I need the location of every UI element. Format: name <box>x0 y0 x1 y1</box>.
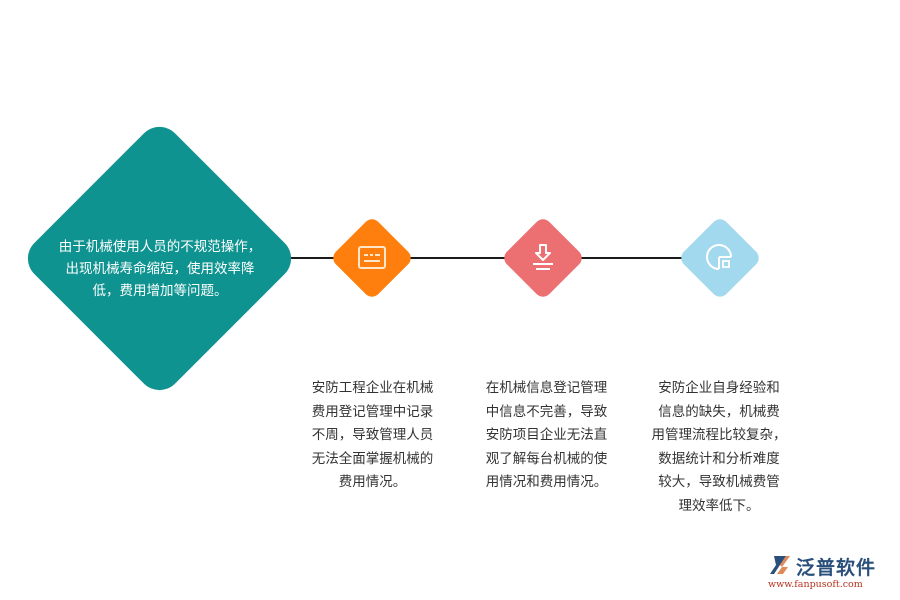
description-line: 用情况和费用情况。 <box>485 474 608 490</box>
main-problem-line: 由于机械使用人员的不规范操作， <box>58 239 262 255</box>
description-line: 费用登记管理中记录 <box>311 403 434 420</box>
description-line: 较大，导致机械费管 <box>658 474 780 490</box>
node-2-description: 在机械信息登记管理 中信息不完善，导致 安防项目企业无法直 观了解每台机械的使 … <box>474 377 619 495</box>
description-line: 数据统计和分析难度 <box>658 450 780 467</box>
description-line: 中信息不完善，导致 <box>485 403 608 420</box>
description-line: 用管理流程比较复杂， <box>651 427 787 443</box>
logo-mark-icon <box>768 554 792 580</box>
form-icon <box>352 238 392 278</box>
logo-url: www.fanpusoft.com <box>768 579 863 590</box>
description-line: 无法全面掌握机械的 <box>311 450 434 467</box>
description-line: 安防工程企业在机械 <box>311 380 434 396</box>
description-line: 观了解每台机械的使 <box>485 450 608 467</box>
main-problem-line: 低，费用增加等问题。 <box>92 283 228 299</box>
description-line: 安防企业自身经验和 <box>658 380 780 396</box>
description-line: 不周，导致管理人员 <box>311 427 434 443</box>
description-line: 理效率低下。 <box>678 497 760 514</box>
node-3-description: 安防企业自身经验和 信息的缺失，机械费 用管理流程比较复杂， 数据统计和分析难度… <box>644 377 794 518</box>
download-icon <box>523 238 563 278</box>
main-problem-line: 出现机械寿命缩短，使用效率降 <box>65 261 255 277</box>
description-line: 费用情况。 <box>338 474 407 490</box>
brand-logo: 泛普软件 www.fanpusoft.com <box>768 553 894 595</box>
pie-chart-icon <box>700 238 740 278</box>
description-line: 在机械信息登记管理 <box>485 380 608 396</box>
logo-name: 泛普软件 <box>796 557 877 579</box>
node-1-description: 安防工程企业在机械 费用登记管理中记录 不周，导致管理人员 无法全面掌握机械的 … <box>300 377 445 495</box>
description-line: 信息的缺失，机械费 <box>658 403 780 420</box>
connector-line <box>290 257 690 259</box>
main-problem-text: 由于机械使用人员的不规范操作， 出现机械寿命缩短，使用效率降 低，费用增加等问题… <box>30 236 290 302</box>
description-line: 安防项目企业无法直 <box>485 427 608 443</box>
